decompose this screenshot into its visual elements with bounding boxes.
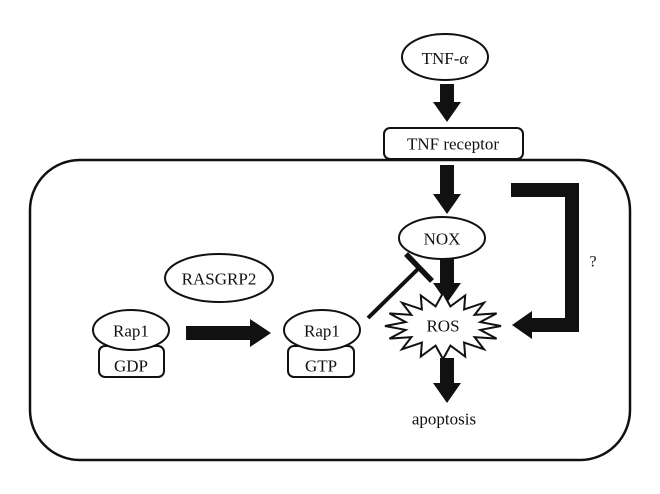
rap1-gtp-node: Rap1 GTP xyxy=(283,309,361,378)
rap1-gtp-label: Rap1 xyxy=(304,322,340,341)
tnf-alpha-prefix: TNF- xyxy=(422,49,460,68)
arrow-receptor-to-nox xyxy=(433,165,461,214)
nox-label: NOX xyxy=(424,230,461,249)
ros-label: ROS xyxy=(426,317,459,336)
arrow-rap1-gdp-to-gtp xyxy=(186,319,271,347)
apoptosis-label: apoptosis xyxy=(412,410,476,429)
gdp-label: GDP xyxy=(114,357,148,376)
rasgrp2-node: RASGRP2 xyxy=(164,253,274,303)
rap1-gdp-label: Rap1 xyxy=(113,322,149,341)
rasgrp2-label: RASGRP2 xyxy=(182,270,257,289)
rap1-gdp-node: Rap1 GDP xyxy=(92,309,170,378)
tnf-receptor-label: TNF receptor xyxy=(407,135,499,154)
unknown-path-label: ? xyxy=(589,254,596,271)
ros-node: ROS xyxy=(384,290,502,362)
tnf-alpha-node: TNF-α xyxy=(401,33,489,81)
arrow-nox-to-ros xyxy=(433,258,461,303)
tnf-alpha-symbol: α xyxy=(459,49,469,68)
nox-node: NOX xyxy=(398,216,486,260)
inhibition-rap1-to-nox xyxy=(366,252,434,320)
svg-text:TNF-α: TNF-α xyxy=(422,49,470,68)
cell-boundary xyxy=(28,158,632,462)
arrow-receptor-to-ros-unknown xyxy=(511,183,579,339)
arrow-tnf-to-receptor xyxy=(433,84,461,122)
arrow-ros-to-apoptosis xyxy=(433,358,461,403)
tnf-receptor-node: TNF receptor xyxy=(383,127,524,160)
gtp-label: GTP xyxy=(305,357,337,376)
